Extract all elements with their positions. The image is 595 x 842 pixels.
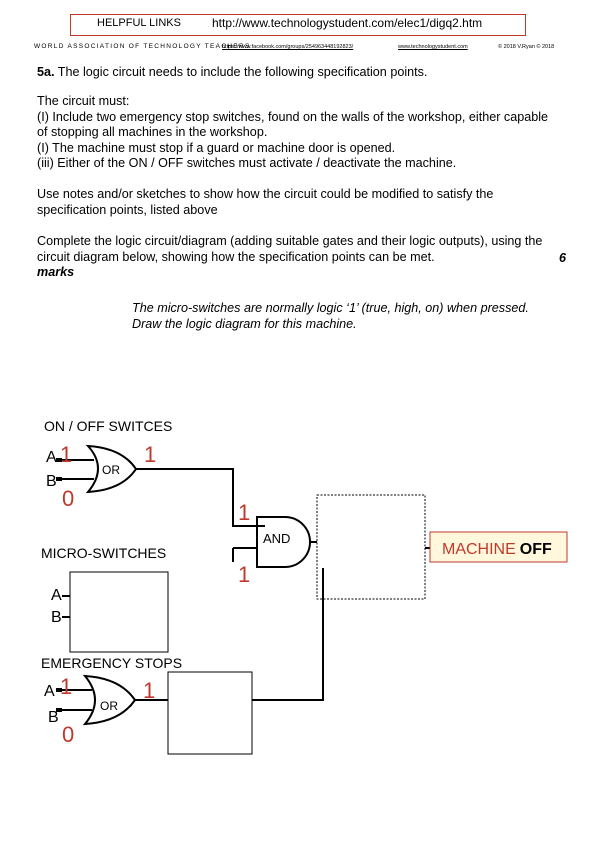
header-links-box bbox=[70, 14, 526, 36]
complete-text: Complete the logic circuit/diagram (addi… bbox=[37, 234, 543, 264]
on-off-a-value: 1 bbox=[60, 442, 72, 467]
question-intro-text: The logic circuit needs to include the f… bbox=[57, 65, 428, 79]
marks-value: 6 bbox=[559, 251, 567, 265]
emergency-a-value: 1 bbox=[60, 674, 72, 699]
micro-switch-note: The micro-switches are normally logic ‘1… bbox=[132, 301, 529, 331]
emergency-input-a: A bbox=[44, 683, 55, 700]
question-number: 5a. bbox=[37, 65, 55, 79]
on-off-input-b: B bbox=[46, 473, 57, 490]
or1-output-wire bbox=[136, 468, 265, 527]
emergency-a-contact bbox=[56, 688, 62, 692]
emergency-input-b: B bbox=[48, 709, 59, 726]
association-name: WORLD ASSOCIATION OF TECHNOLOGY TEACHERS bbox=[34, 43, 251, 50]
page-url-link[interactable]: http://www.technologystudent.com/elec1/d… bbox=[212, 16, 483, 30]
on-off-a-contact bbox=[56, 458, 62, 462]
facebook-link[interactable]: https://www.facebook.com/groups/25496344… bbox=[222, 44, 354, 50]
or-gate-1 bbox=[85, 444, 138, 494]
marks-word: marks bbox=[37, 265, 75, 280]
micro-switch-box bbox=[69, 571, 169, 653]
or2-label: OR bbox=[100, 699, 118, 713]
and-bottom-value: 1 bbox=[238, 562, 250, 587]
and-top-value: 1 bbox=[238, 500, 250, 525]
and-gate bbox=[256, 516, 311, 568]
notes-instruction: Use notes and/or sketches to show how th… bbox=[37, 187, 494, 217]
emergency-label: EMERGENCY STOPS bbox=[41, 655, 182, 671]
on-off-b-value: 0 bbox=[62, 486, 74, 511]
micro-switches-label: MICRO-SWITCHES bbox=[41, 545, 166, 561]
logic-box bbox=[316, 494, 426, 600]
or2-output-value: 1 bbox=[143, 678, 155, 703]
on-off-input-a: A bbox=[46, 449, 57, 466]
spec-item-3: (iii) Either of the ON / OFF switches mu… bbox=[37, 156, 457, 171]
helpful-links-label: HELPFUL LINKS bbox=[97, 17, 181, 29]
micro-input-a: A bbox=[51, 587, 62, 604]
or1-output-value: 1 bbox=[144, 442, 156, 467]
copyright-text: © 2018 V.Ryan © 2018 bbox=[498, 44, 555, 50]
spec-item-2: (I) The machine must stop if a guard or … bbox=[37, 140, 396, 155]
spec-item-1: (I) Include two emergency stop switches,… bbox=[37, 109, 549, 140]
on-off-label: ON / OFF SWITCES bbox=[44, 418, 172, 434]
spec-title: The circuit must: bbox=[37, 94, 130, 108]
emergency-b-value: 0 bbox=[62, 722, 74, 747]
emergency-box bbox=[167, 671, 253, 755]
and-label: AND bbox=[263, 531, 290, 546]
or-gate-2 bbox=[82, 674, 137, 726]
question-intro: 5a. The logic circuit needs to include t… bbox=[37, 65, 557, 81]
micro-input-b: B bbox=[51, 609, 62, 626]
machine-word: MACHINE bbox=[442, 541, 516, 558]
emergency-box-wire bbox=[252, 628, 324, 701]
machine-box bbox=[429, 531, 568, 563]
emergency-b-contact bbox=[56, 708, 62, 712]
or1-label: OR bbox=[102, 463, 120, 477]
on-off-b-contact bbox=[56, 477, 62, 481]
machine-state: OFF bbox=[520, 541, 552, 558]
site-link[interactable]: www.technologystudent.com bbox=[398, 44, 468, 50]
complete-instruction: Complete the logic circuit/diagram (addi… bbox=[37, 234, 547, 281]
specification-list: The circuit must: (I) Include two emerge… bbox=[37, 94, 557, 172]
